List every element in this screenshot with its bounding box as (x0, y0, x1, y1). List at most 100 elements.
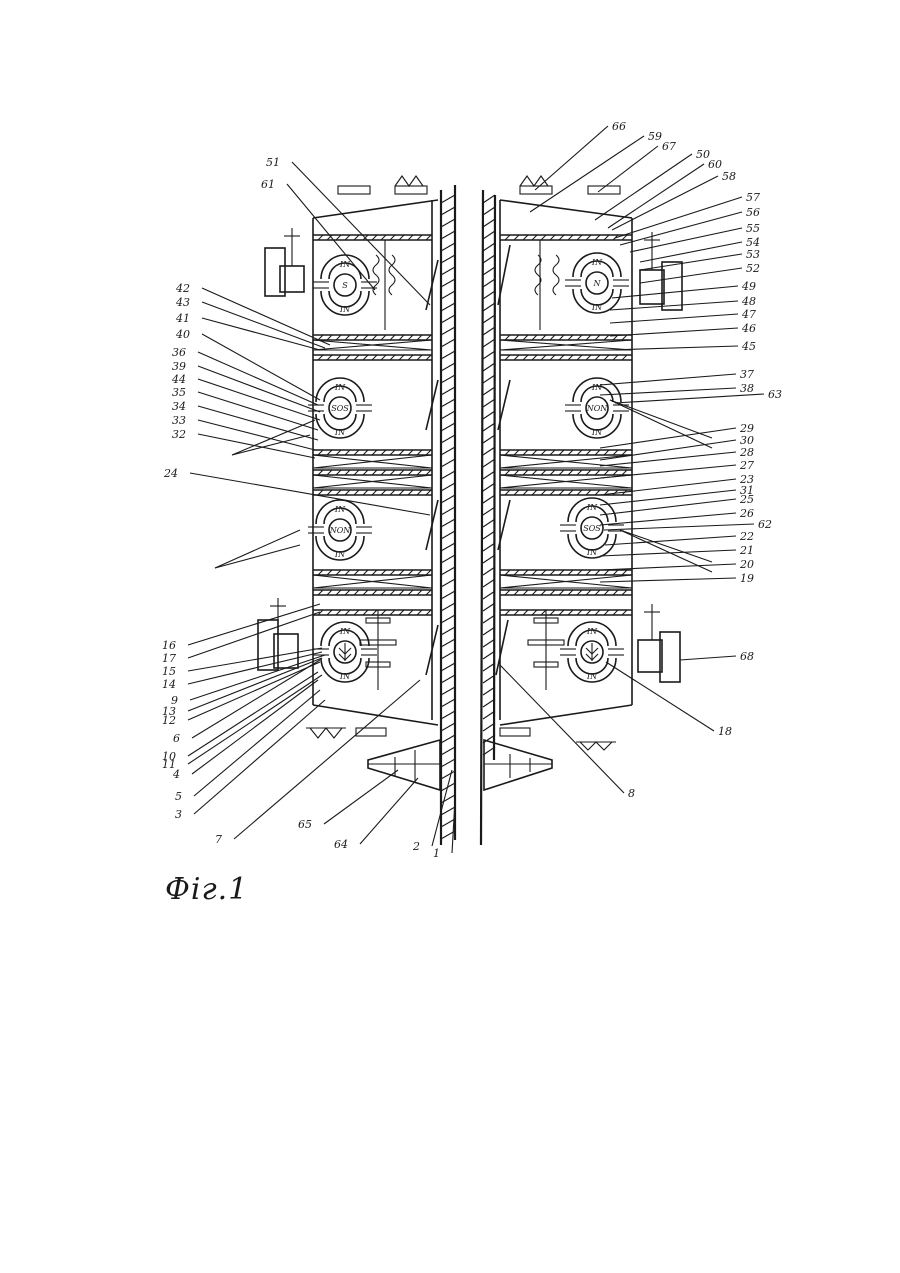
part-number-label: 66 (612, 120, 626, 133)
part-reference: 58 (612, 170, 736, 230)
magnet-coil-unit: ININN (565, 253, 629, 313)
part-number-label: 34 (172, 400, 186, 413)
part-reference: 42 (175, 282, 330, 345)
part-number-label: 31 (740, 484, 754, 497)
magnet-coil-unit: ININ (560, 622, 624, 682)
part-reference: 66 (535, 120, 626, 190)
shaft-hatch (441, 267, 455, 275)
shaft-hatch (441, 459, 455, 467)
motor-right-top (640, 232, 682, 310)
part-reference: 16 (162, 604, 320, 652)
hatched-plate-right (500, 570, 632, 575)
shaft-hatch (441, 759, 455, 767)
part-number-label: 61 (261, 178, 275, 191)
shaft-hatch (483, 579, 495, 587)
part-reference: 32 (172, 428, 315, 458)
shaft-hatch (441, 735, 455, 743)
motor-left-top (265, 228, 304, 296)
part-reference: 49 (612, 280, 756, 298)
part-number-label: 6 (173, 732, 180, 745)
coil-label-bottom: IN (339, 305, 351, 314)
part-number-label: 44 (171, 373, 186, 386)
part-number-label: 49 (741, 280, 756, 293)
shaft-hatch (441, 423, 455, 431)
shaft-hatch (441, 327, 455, 335)
part-reference: 35 (172, 386, 318, 430)
part-number-label: 43 (175, 296, 190, 309)
shaft-hatch (441, 807, 455, 815)
part-reference: 45 (608, 340, 756, 353)
magnet-coil-unit: ININNON (308, 500, 372, 560)
part-number-label: 24 (163, 467, 178, 480)
shaft-hatch (441, 711, 455, 719)
bottom-cone (368, 740, 552, 790)
part-number-label: 41 (175, 312, 190, 325)
cross-bracing (313, 575, 632, 588)
shaft-hatch (483, 219, 495, 227)
part-reference: 6 (173, 660, 320, 745)
shaft-hatch (483, 567, 495, 575)
shaft-hatch (441, 627, 455, 635)
cross-bracing (313, 455, 632, 468)
part-number-label: 13 (162, 705, 176, 718)
shaft-hatch (483, 483, 495, 491)
shaft-hatch (483, 423, 495, 431)
part-number-label: 35 (172, 386, 186, 399)
part-number-label: 42 (175, 282, 190, 295)
shaft-hatch (441, 651, 455, 659)
part-number-label: 26 (739, 507, 754, 520)
hatched-plate-left (313, 570, 432, 575)
magnet-coil-unit: ININNON (565, 378, 629, 438)
part-number-label: 16 (162, 639, 176, 652)
part-number-label: 46 (741, 322, 756, 335)
shaft-hatch (483, 459, 495, 467)
part-reference: 30 (600, 434, 754, 460)
shaft-hatch (483, 507, 495, 515)
hatched-plate-right (500, 235, 632, 240)
shaft-hatch (441, 195, 455, 203)
motor-right-bottom (638, 604, 680, 682)
shaft-hatch (441, 675, 455, 683)
shaft-hatch (483, 543, 495, 551)
magnet-coil-unit: ININ (313, 622, 377, 682)
part-reference: 17 (162, 612, 320, 665)
coil-label-center: SOS (331, 404, 349, 413)
part-reference: 43 (175, 296, 325, 348)
slats (426, 245, 510, 675)
hatched-plate-left (313, 610, 432, 615)
shaft-hatch (441, 255, 455, 263)
shaft-hatch (441, 219, 455, 227)
part-reference: 68 (680, 650, 754, 663)
part-number-label: 14 (162, 678, 176, 691)
coil-label-top: IN (334, 505, 346, 514)
part-number-label: 33 (172, 414, 186, 427)
part-number-label: 67 (662, 140, 676, 153)
part-reference: 9 (171, 655, 325, 707)
shaft-hatch (483, 303, 495, 311)
coil-label-center: S (342, 281, 348, 290)
part-number-label: 52 (746, 262, 760, 275)
hatched-plate-left (313, 355, 432, 360)
part-reference: 3 (175, 700, 325, 821)
shaft-hatch (483, 495, 495, 503)
left-column-frame (313, 200, 438, 725)
shaft-hatch (441, 663, 455, 671)
shaft-hatch (441, 387, 455, 395)
part-reference: 40 (175, 328, 320, 400)
shaft-hatch (441, 291, 455, 299)
hatched-plate-right (500, 355, 632, 360)
coil-label-center: NON (586, 404, 609, 413)
part-number-label: 53 (746, 248, 760, 261)
shaft-hatch (441, 231, 455, 239)
part-number-label: 30 (740, 434, 754, 447)
top-marks (338, 176, 620, 194)
part-reference: 67 (598, 140, 676, 192)
shaft-hatch (483, 351, 495, 359)
part-number-label: 38 (740, 382, 754, 395)
part-number-label: 8 (628, 787, 635, 800)
coil-label-top: IN (334, 383, 346, 392)
hatched-plate-left (313, 450, 432, 455)
part-reference: 57 (615, 191, 760, 238)
part-number-label: 2 (412, 840, 420, 853)
part-number-label: 15 (162, 665, 176, 678)
